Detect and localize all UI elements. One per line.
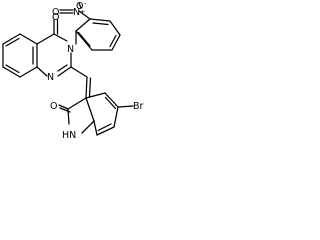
quinazolinone-benzo-ring <box>2 33 38 78</box>
methylidene-bridge <box>70 66 92 99</box>
quinazolinone-n3-label: N <box>67 44 74 55</box>
oxindole-nh-label: HN <box>62 130 76 141</box>
quinazolinone-n1-label: N <box>47 72 54 83</box>
nitro-group-bonds <box>59 2 91 20</box>
oxindole-benzo-ring <box>85 92 134 136</box>
nitro-o-charge-label: - <box>84 0 87 7</box>
nitro-o-side-label: O <box>52 7 59 18</box>
nitro-n-charge-label: + <box>80 8 85 16</box>
chemical-structure-diagram: O - N + O O N N O HN Br <box>2 0 144 141</box>
quinazolinone-pyrimidinone-ring <box>36 19 77 77</box>
atom-labels: O - N + O O N N O HN Br <box>47 0 144 141</box>
oxindole-carbonyl-o-label: O <box>50 101 57 112</box>
nitro-o-top-label: O <box>76 1 83 12</box>
nitrophenyl-ring <box>75 18 121 51</box>
bromine-label: Br <box>133 101 144 112</box>
nitro-n-label: N <box>73 7 80 18</box>
oxindole-five-ring <box>58 97 95 134</box>
quinazolinone-carbonyl-o-label: O <box>52 12 59 23</box>
